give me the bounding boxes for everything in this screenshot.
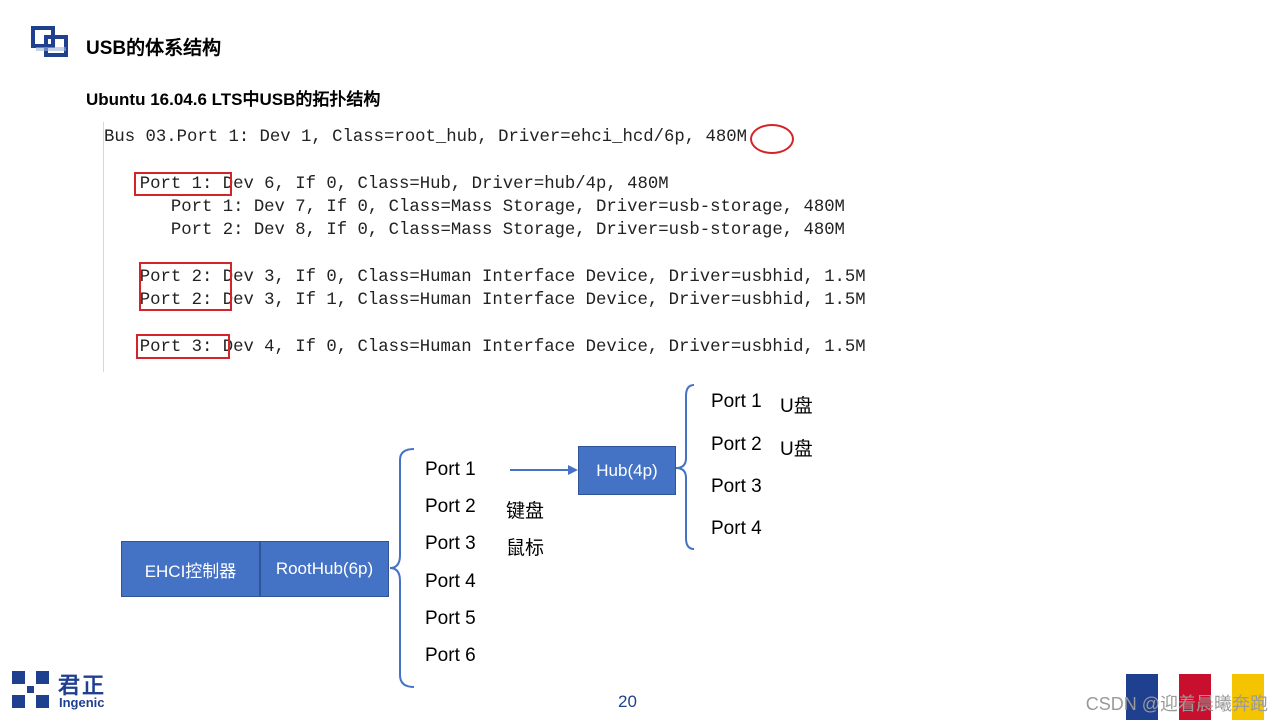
- root-port-5-label: Port 5: [425, 608, 476, 629]
- keyboard-label: 键盘: [506, 501, 545, 522]
- root-port-1-label: Port 1: [425, 459, 476, 480]
- csdn-watermark: CSDN @迎着晨曦奔跑: [1085, 694, 1268, 714]
- brand-square-blue: [1126, 674, 1158, 720]
- hub-port-1-label: Port 1: [711, 391, 762, 412]
- mouse-label: 鼠标: [506, 538, 545, 559]
- root-ports-brace: [389, 448, 415, 688]
- hub-port-2-label: Port 2: [711, 434, 762, 455]
- slide-subtitle: Ubuntu 16.04.6 LTS中USB的拓扑结构: [86, 90, 381, 109]
- slide-title: USB的体系结构: [86, 38, 222, 59]
- page-number: 20: [618, 692, 637, 711]
- arrow-head-icon: [568, 465, 578, 475]
- root-port-6-label: Port 6: [425, 645, 476, 666]
- port1-highlight: [134, 172, 232, 196]
- hub-ports-brace: [675, 384, 695, 550]
- brand-square-yellow: [1232, 674, 1264, 720]
- slide-logo-icon: [31, 26, 68, 57]
- logo-english-text: Ingenic: [59, 695, 105, 710]
- hub-port-3-label: Port 3: [711, 476, 762, 497]
- port2-highlight: [139, 262, 232, 311]
- usb-disk-1-label: U盘: [780, 396, 813, 417]
- root-port-3-label: Port 3: [425, 533, 476, 554]
- roothub-node: RootHub(6p): [260, 541, 389, 597]
- root-port-2-label: Port 2: [425, 496, 476, 517]
- hub-node: Hub(4p): [578, 446, 676, 495]
- code-line: Bus 03.Port 1: Dev 1, Class=root_hub, Dr…: [104, 128, 747, 147]
- root-port-4-label: Port 4: [425, 571, 476, 592]
- ehci-controller-node: EHCI控制器: [121, 541, 260, 597]
- code-line: Port 2: Dev 3, If 1, Class=Human Interfa…: [119, 291, 866, 310]
- code-line: Port 2: Dev 8, If 0, Class=Mass Storage,…: [119, 221, 845, 240]
- code-line: Port 2: Dev 3, If 0, Class=Human Interfa…: [119, 268, 866, 287]
- logo-chinese-text: 君正: [58, 673, 107, 698]
- roothub-ports-highlight: [750, 124, 794, 154]
- brand-square-red: [1179, 674, 1211, 720]
- code-line: Port 3: Dev 4, If 0, Class=Human Interfa…: [119, 338, 866, 357]
- ingenic-logo-icon: [12, 671, 49, 708]
- hub-port-4-label: Port 4: [711, 518, 762, 539]
- usb-topology-listing: Bus 03.Port 1: Dev 1, Class=root_hub, Dr…: [103, 122, 1004, 372]
- code-line: Port 1: Dev 7, If 0, Class=Mass Storage,…: [119, 198, 845, 217]
- usb-disk-2-label: U盘: [780, 439, 813, 460]
- port3-highlight: [136, 334, 230, 359]
